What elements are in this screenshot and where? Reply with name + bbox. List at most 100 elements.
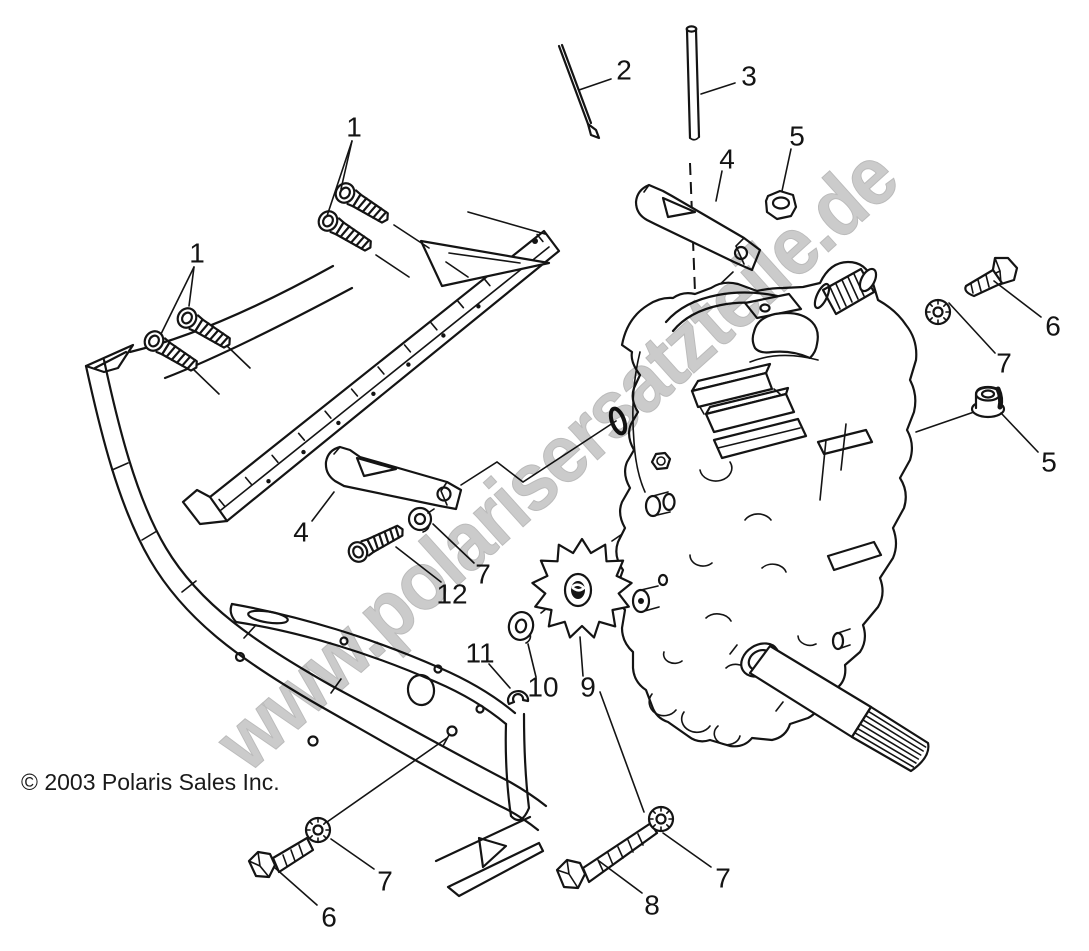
output-shaft [729, 642, 930, 773]
frame-left-tube [84, 264, 548, 832]
callout: 6 [993, 280, 1061, 342]
callout-number: 2 [616, 55, 632, 86]
callout-leader-line [527, 643, 537, 678]
bracket-bolt [344, 506, 435, 567]
long-bolt [555, 821, 659, 890]
shift-rod [557, 43, 601, 140]
hatch-tick [430, 322, 438, 331]
callout-number: 4 [293, 517, 309, 548]
hatch-tick [483, 277, 491, 287]
hatch-tick [403, 344, 412, 353]
callout: 10 [527, 643, 559, 703]
callout: 11 [465, 638, 511, 689]
callout-number: 10 [527, 672, 558, 703]
frame-lower-bar [229, 602, 531, 822]
hatch-tick [271, 454, 279, 464]
callout-number: 8 [644, 890, 660, 921]
callout: 7 [948, 302, 1012, 379]
sprocket [531, 537, 633, 639]
callout: 5 [1000, 412, 1057, 478]
callout: 2 [578, 55, 632, 91]
gearcase-mount-tab [743, 292, 803, 320]
callout-number: 1 [346, 112, 362, 143]
gearcase-top-blocks [690, 362, 808, 460]
callout-number: 7 [996, 348, 1012, 379]
callout-leader-line [662, 832, 712, 868]
callout-leader-line [432, 523, 475, 564]
hatch-tick [297, 432, 306, 442]
rail-end-channel [419, 238, 551, 288]
hatch-tick [218, 498, 226, 508]
callout-number: 7 [475, 559, 491, 590]
lock-washer [647, 805, 675, 833]
callout: 12 [395, 546, 468, 610]
callout-number: 6 [321, 902, 337, 933]
callout-number: 5 [789, 121, 805, 152]
callout-leader-line [188, 266, 195, 307]
callout-leader-line [948, 302, 996, 354]
callout-leader-line [488, 663, 511, 689]
callout: 4 [293, 491, 335, 548]
callout: 7 [662, 832, 731, 894]
callout-leader-line [273, 866, 318, 906]
gearcase-surface-details [608, 351, 883, 746]
frame-bottom-plate [434, 815, 545, 898]
callout: 4 [715, 144, 735, 202]
callout: 9 [579, 636, 596, 703]
case-bolt [964, 256, 1019, 298]
callout-number: 5 [1041, 447, 1057, 478]
frame-keyhole-slot [446, 725, 458, 737]
callout-number: 6 [1045, 311, 1061, 342]
callout-leader-line [598, 860, 643, 894]
copyright-notice: © 2003 Polaris Sales Inc. [21, 769, 280, 795]
callout: 1 [160, 238, 205, 335]
rivet-dot [441, 333, 446, 338]
callout-number: 4 [719, 144, 735, 175]
rivet-dot [336, 420, 341, 426]
callout-leader-line [326, 140, 353, 217]
gearcase-shift-dome [749, 311, 819, 363]
callout-leader-line [578, 78, 612, 91]
callout: 7 [432, 523, 491, 590]
flange-locknut [970, 385, 1006, 419]
callout-number: 7 [715, 863, 731, 894]
callout-number: 9 [580, 672, 596, 703]
mounting-bolt-icon [172, 303, 236, 355]
hatch-tick [456, 299, 465, 309]
frame-bolt [247, 836, 315, 879]
rivet-dot [476, 304, 481, 309]
hatch-tick [244, 476, 253, 486]
spline-lines [851, 706, 929, 772]
spline-line [864, 714, 924, 752]
callout-leader-line [781, 148, 792, 192]
callout-leader-line [330, 838, 375, 870]
lock-washer [924, 298, 952, 326]
lock-washer [304, 816, 332, 844]
pivot-tube [685, 25, 701, 141]
callout: 8 [598, 860, 660, 921]
callout-leader-line [993, 280, 1042, 318]
callout-number: 11 [465, 638, 494, 669]
callout: 6 [273, 866, 337, 933]
rivet-dot [371, 391, 376, 396]
lower-bracket [324, 445, 463, 511]
spline-line [851, 736, 912, 772]
rivet-dot [266, 479, 271, 484]
gearcase [608, 260, 930, 773]
callout: 1 [326, 112, 362, 217]
retaining-clip [506, 690, 530, 706]
callout: 7 [330, 838, 393, 897]
flat-washer [507, 611, 535, 644]
callout: 5 [781, 121, 805, 192]
callout-number: 3 [741, 61, 757, 92]
upper-bracket [634, 183, 762, 272]
hatch-tick [536, 233, 544, 243]
spline-line [853, 731, 915, 768]
callout: 3 [700, 61, 757, 95]
hatch-tick [324, 410, 332, 419]
mounting-bolt-icon [139, 326, 203, 378]
gearcase-input-shaft [813, 267, 878, 316]
